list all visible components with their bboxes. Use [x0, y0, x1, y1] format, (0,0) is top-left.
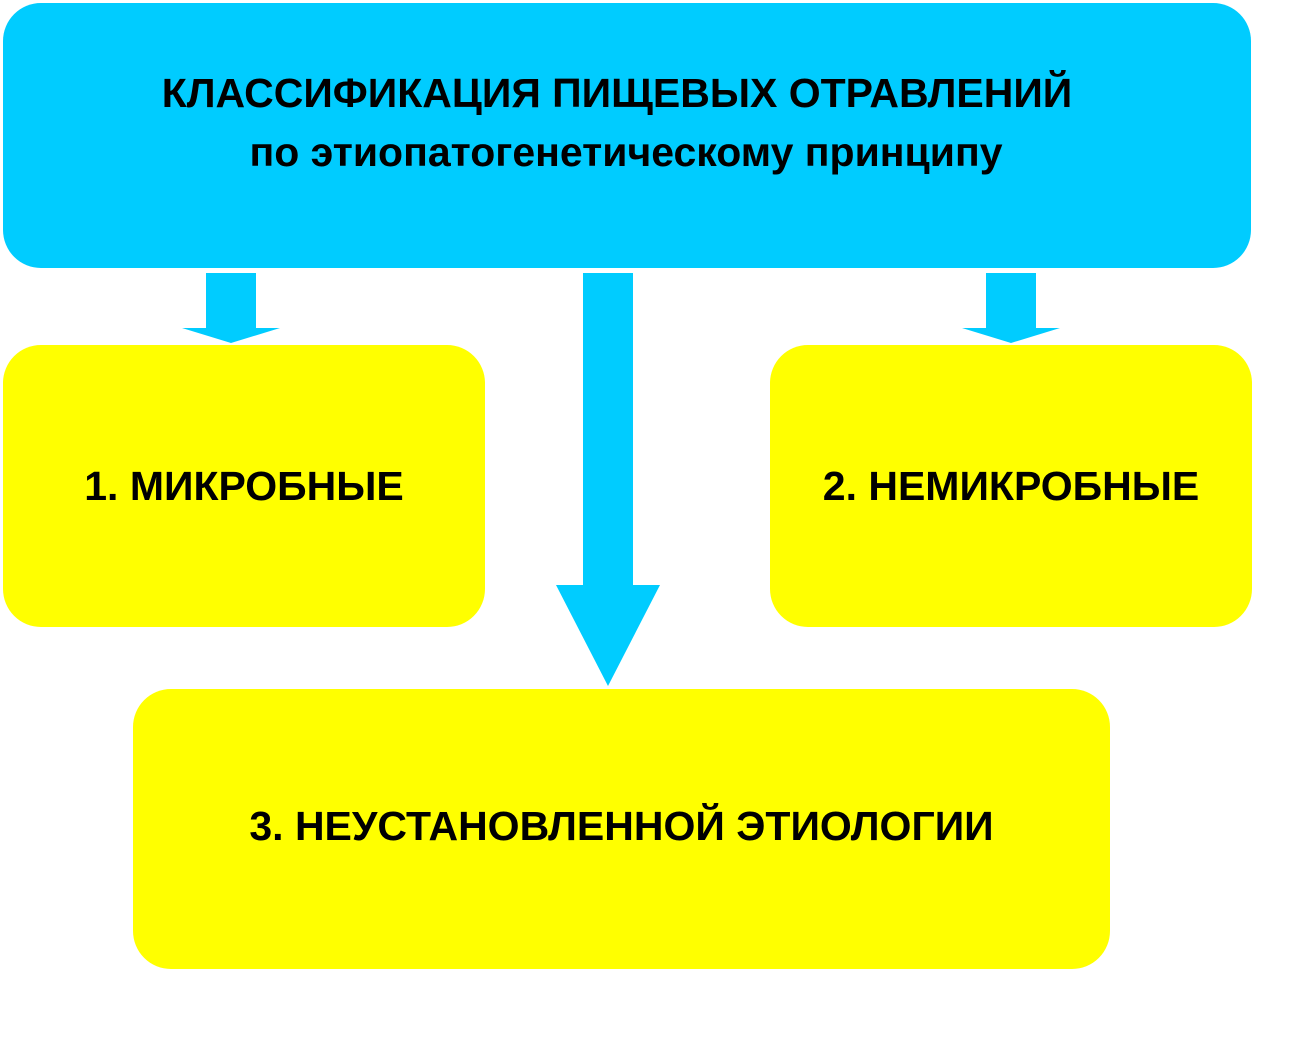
- title-line-2: по этиопатогенетическому принципу: [249, 128, 1003, 175]
- category-nonmicrobial-label: 2. НЕМИКРОБНЫЕ: [822, 462, 1200, 509]
- classification-title-box: КЛАССИФИКАЦИЯ ПИЩЕВЫХ ОТРАВЛЕНИЙ по этио…: [3, 3, 1251, 268]
- category-nonmicrobial-box: 2. НЕМИКРОБНЫЕ: [770, 345, 1252, 627]
- arrow-to-unknown-etiology: [556, 273, 660, 686]
- title-line-1: КЛАССИФИКАЦИЯ ПИЩЕВЫХ ОТРАВЛЕНИЙ: [161, 69, 1073, 116]
- category-unknown-etiology-label: 3. НЕУСТАНОВЛЕННОЙ ЭТИОЛОГИИ: [249, 802, 994, 849]
- category-unknown-etiology-box: 3. НЕУСТАНОВЛЕННОЙ ЭТИОЛОГИИ: [133, 689, 1110, 969]
- arrow-to-nonmicrobial: [962, 273, 1060, 343]
- arrow-to-microbial: [182, 273, 280, 343]
- category-microbial-box: 1. МИКРОБНЫЕ: [3, 345, 485, 627]
- category-microbial-label: 1. МИКРОБНЫЕ: [84, 462, 404, 509]
